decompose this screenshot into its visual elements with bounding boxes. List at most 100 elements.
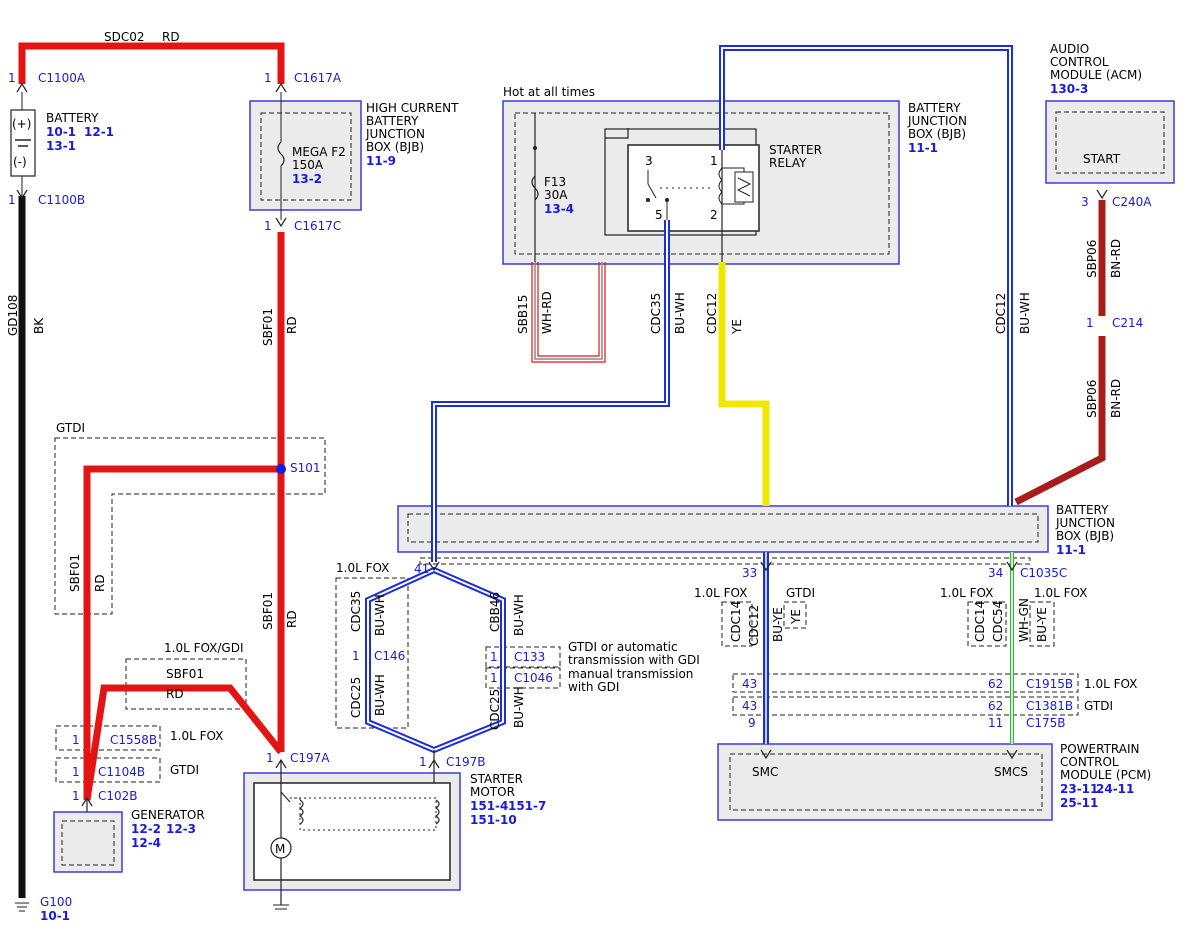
bjb-hot-label: Hot at all times (503, 85, 595, 99)
hcbjb-ref: 11-9 (366, 154, 396, 168)
svg-text:M: M (275, 842, 285, 856)
bjb-mid-name-2: JUNCTION (1055, 516, 1115, 530)
left-gtdi-label: GTDI (786, 586, 815, 600)
generator-name: GENERATOR (131, 808, 205, 822)
battery-symbol (10, 92, 36, 196)
wire-sbf01-low-circuit: SBF01 (261, 592, 275, 630)
s101-name: S101 (290, 461, 321, 475)
pcm-name-1: POWERTRAIN (1060, 742, 1140, 756)
pcm-ref-3: 25-11 (1060, 796, 1098, 810)
c1381b-option-box (732, 696, 1079, 716)
c1915b-option: 1.0L FOX (1084, 677, 1137, 691)
c240a-name: C240A (1112, 195, 1152, 209)
bjb-top-name-3: BOX (BJB) (908, 127, 966, 141)
wire-cdc14-left-color: BU-YE (771, 607, 785, 642)
starter-ref-3: 151-10 (470, 813, 517, 827)
pcm-ref-2: 24-11 (1096, 782, 1134, 796)
c1100b-pin: 1 (8, 193, 16, 207)
generator-ref-3: 12-4 (131, 836, 161, 850)
wire-cdc14-right-circuit: CDC14 (973, 601, 987, 642)
wire-cdc25-right-color: BU-WH (512, 686, 526, 728)
fox-motor-option-box (335, 577, 409, 729)
pcm-name-2: CONTROL (1060, 755, 1119, 769)
right-fox-label: 1.0L FOX (940, 586, 993, 600)
gtdi-option-label: GTDI (56, 421, 85, 435)
c175b-pin-right: 11 (988, 716, 1003, 730)
c214-name: C214 (1112, 316, 1143, 330)
c1381b-pin-right: 62 (988, 699, 1003, 713)
c1617c-name: C1617C (294, 219, 341, 233)
wire-cdc12-buwh-color: BU-WH (1018, 292, 1032, 334)
acm-ref: 130-3 (1050, 82, 1088, 96)
c1381b-option: GTDI (1084, 699, 1113, 713)
wire-sbf01-top-circuit: SBF01 (261, 308, 275, 346)
acm-name-1: AUDIO (1050, 42, 1089, 56)
c1046-name: C1046 (514, 671, 553, 685)
c197a-pin: 1 (266, 751, 274, 765)
g100-ref: 10-1 (40, 909, 70, 923)
c146-name: C146 (374, 649, 405, 663)
wire-sbb15-color: WH-RD (540, 291, 554, 334)
battery-ref-3: 13-1 (46, 139, 76, 153)
splice-s101-dot (276, 464, 286, 474)
wire-cdc35-bjb-circuit: CDC35 (649, 293, 663, 334)
c1381b-pin-left: 43 (742, 699, 757, 713)
relay-pin-1: 1 (710, 154, 718, 168)
mega-f2-fuse-icon (277, 141, 285, 167)
mega-f2-ref: 13-2 (292, 172, 322, 186)
generator-ref-2: 12-3 (166, 822, 196, 836)
wire-sbf01-gtdi (83, 465, 281, 800)
c1915b-option-box (732, 673, 1079, 693)
c1558b-option-box (55, 725, 161, 751)
f13-amps: 30A (544, 188, 568, 202)
right-fox-option-box (967, 601, 1007, 647)
c1915b-pin-left: 43 (742, 677, 757, 691)
left-fox-option-box (721, 601, 753, 647)
wire-sbf01-fox-color: RD (166, 687, 184, 701)
starter-component (243, 772, 461, 891)
wire-sbf01-low-color: RD (285, 610, 299, 628)
pcm-smcs-label: SMCS (994, 765, 1028, 779)
wire-sbf01-top-color: RD (285, 316, 299, 334)
wire-sbb15 (531, 262, 606, 363)
generator-component (53, 811, 123, 873)
hcbjb-name-4: BOX (BJB) (366, 140, 424, 154)
f13-name: F13 (544, 175, 566, 189)
c1035c-pin-right: 34 (988, 566, 1003, 580)
bjb-mid-ref: 11-1 (1056, 543, 1086, 557)
right-fox2-label: 1.0L FOX (1034, 586, 1087, 600)
c240a-pin: 3 (1081, 195, 1089, 209)
bjb-mid-component (397, 505, 1049, 553)
f13-fuse-icon (531, 175, 539, 201)
c1617c-pin: 1 (264, 219, 272, 233)
wire-cdc14-right-color: WH-GN (1017, 598, 1031, 642)
wire-cdc14-left-circuit: CDC14 (729, 601, 743, 642)
battery-plus: (+) (12, 117, 31, 131)
mega-f2-amps: 150A (292, 158, 324, 172)
c1558b-option: 1.0L FOX (170, 729, 223, 743)
left-fox-label: 1.0L FOX (694, 586, 747, 600)
wire-cdc35-motor-color: BU-WH (373, 594, 387, 636)
c175b-pin-left: 9 (748, 716, 756, 730)
wire-cdc12-left-circuit: CDC12 (747, 605, 761, 646)
pcm-name-3: MODULE (PCM) (1060, 768, 1151, 782)
wire-sbf01-gtdi-color: RD (93, 574, 107, 592)
wire-cdc12-ye (718, 262, 770, 506)
wire-sbp06-low-color: BN-RD (1109, 379, 1123, 418)
bjb-connector-dash (419, 557, 1031, 565)
wire-sbf01-gtdi-circuit: SBF01 (68, 554, 82, 592)
wire-cdc54-right-circuit: CDC54 (991, 601, 1005, 642)
wire-cdc12-ye-color: YE (730, 319, 744, 335)
c197b-name: C197B (446, 755, 486, 769)
bjb-mid-name-3: BOX (BJB) (1056, 529, 1114, 543)
c102b-name: C102B (98, 789, 138, 803)
bjb-mid-name-1: BATTERY (1056, 503, 1109, 517)
c1381b-name: C1381B (1026, 699, 1073, 713)
bjb-top-ref: 11-1 (908, 141, 938, 155)
acm-name-2: CONTROL (1050, 55, 1109, 69)
c1915b-name: C1915B (1026, 677, 1073, 691)
c1617a-pin: 1 (264, 71, 272, 85)
hcbjb-name-3: JUNCTION (365, 127, 425, 141)
battery-ref-2: 12-1 (84, 125, 114, 139)
